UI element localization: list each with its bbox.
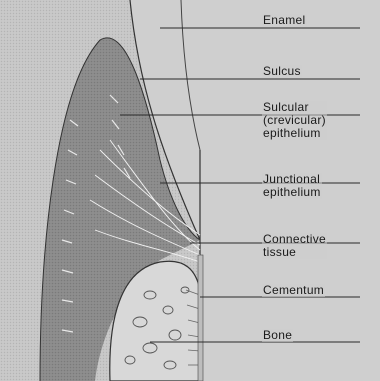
label-junctional-epithelium: Junctional epithelium — [262, 173, 322, 199]
label-sulcus: Sulcus — [262, 65, 302, 78]
cementum-layer — [198, 255, 203, 381]
label-enamel: Enamel — [262, 14, 307, 27]
label-cementum: Cementum — [262, 284, 325, 297]
label-connective-tissue: Connective tissue — [262, 233, 327, 259]
label-sulcular-epithelium: Sulcular (crevicular) epithelium — [262, 101, 327, 140]
label-bone: Bone — [262, 329, 293, 342]
